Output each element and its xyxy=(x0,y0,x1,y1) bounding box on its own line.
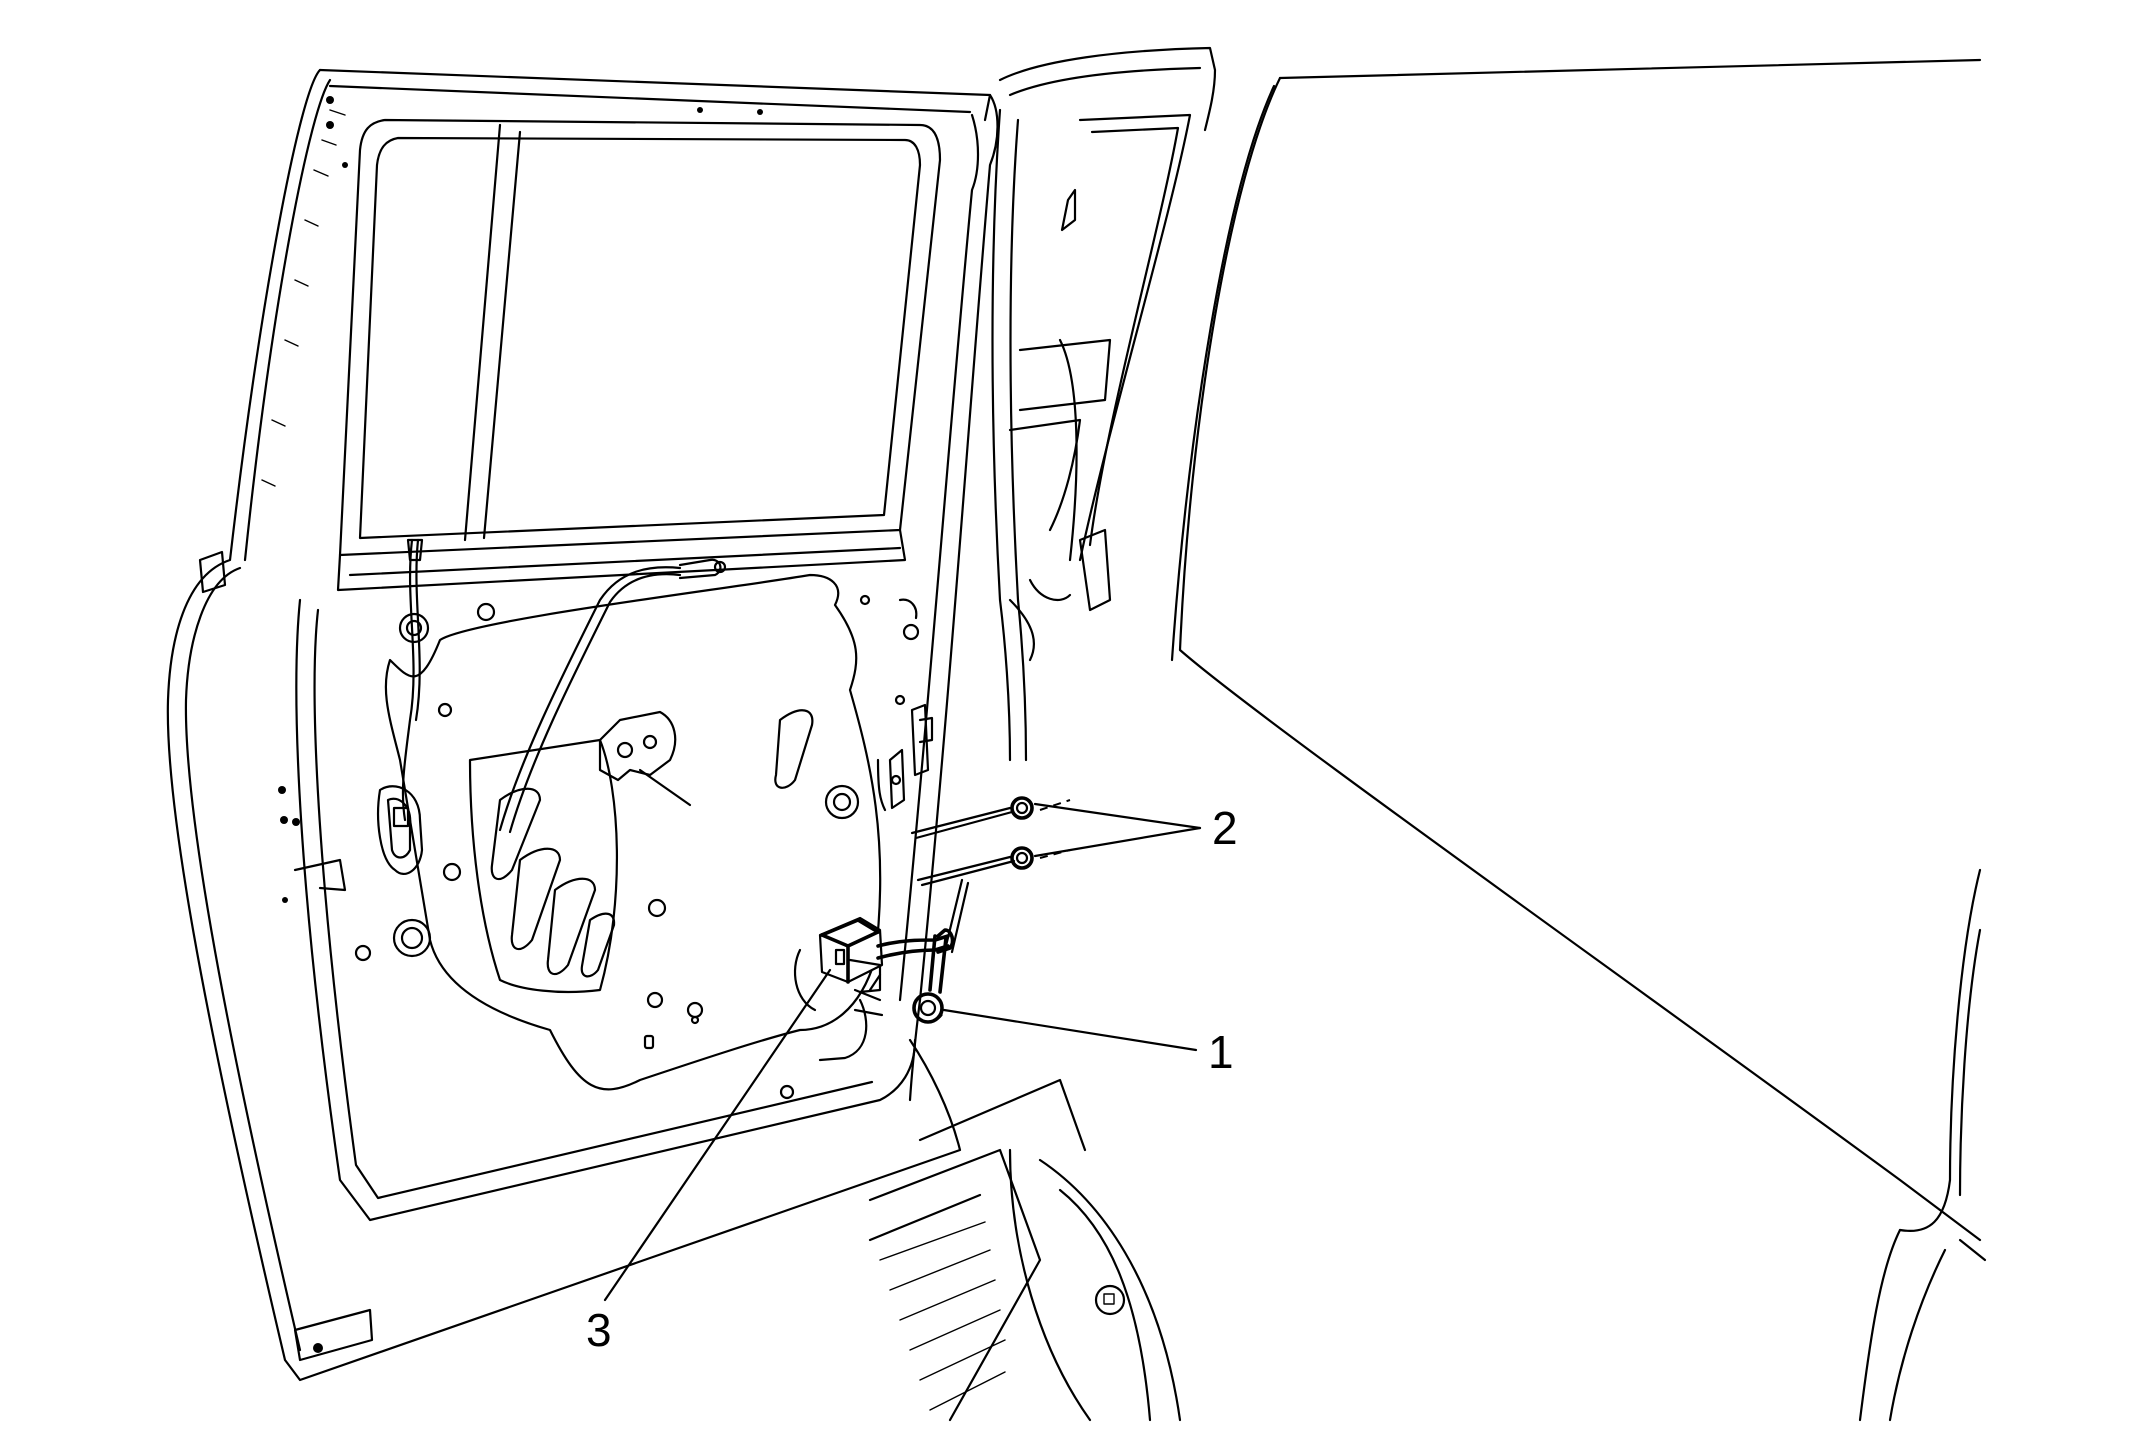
callout-label-2: 2 xyxy=(1212,802,1238,854)
leader-2a xyxy=(1033,802,1202,830)
leader-3 xyxy=(603,968,832,1302)
door-check-assembly xyxy=(793,916,955,1062)
nut xyxy=(912,878,970,1024)
callout-label-3: 3 xyxy=(586,1304,612,1356)
rear-door xyxy=(166,68,999,1382)
callout-leaders xyxy=(603,802,1202,1302)
door-opening xyxy=(868,46,1217,1422)
leader-2b xyxy=(1033,826,1202,858)
bolts xyxy=(910,796,1071,887)
inner-panel xyxy=(354,538,934,1100)
vehicle-body xyxy=(1170,58,1987,1422)
callout-label-1: 1 xyxy=(1208,1026,1234,1078)
leader-1 xyxy=(942,1008,1198,1052)
